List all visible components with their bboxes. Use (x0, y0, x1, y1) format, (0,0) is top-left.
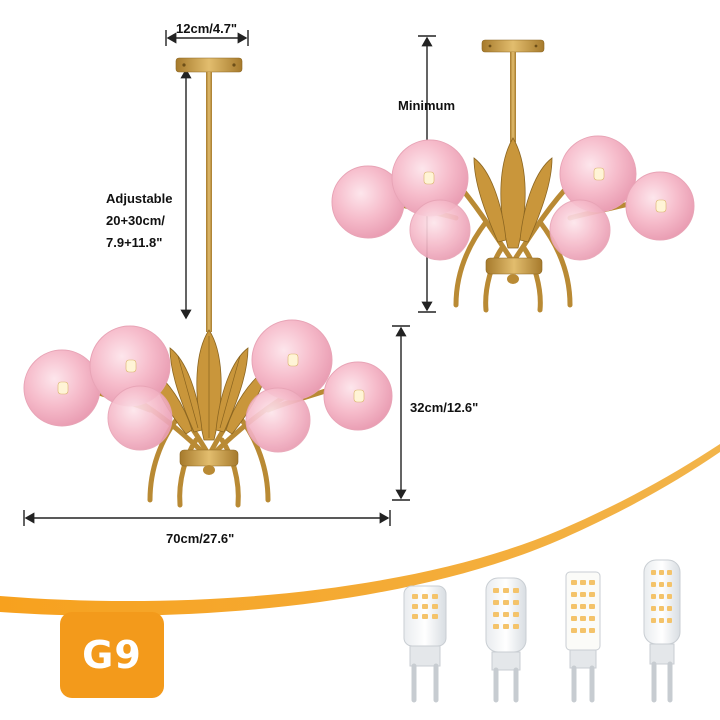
height-label: 32cm/12.6" (410, 400, 479, 415)
g9-led-bulb-1 (403, 585, 447, 703)
chandelier-illustration-large (23, 57, 393, 508)
canopy-width-label: 12cm/4.7" (176, 21, 238, 36)
width-label: 70cm/27.6" (166, 531, 235, 546)
bulb-type-label: G9 (82, 633, 142, 677)
minimum-label: Minimum (398, 98, 456, 113)
g9-led-bulb-4 (643, 559, 681, 703)
orange-swoosh (0, 444, 720, 616)
g9-led-bulb-2 (485, 577, 527, 703)
adjustable-imperial-label: 7.9+11.8" (106, 235, 163, 250)
adjustable-title-label: Adjustable (106, 191, 173, 206)
g9-led-bulb-3 (565, 571, 601, 703)
chandelier-illustration-minimum (331, 39, 695, 313)
bulb-type-badge: G9 (60, 612, 164, 698)
adjustable-metric-label: 20+30cm/ (106, 213, 165, 228)
